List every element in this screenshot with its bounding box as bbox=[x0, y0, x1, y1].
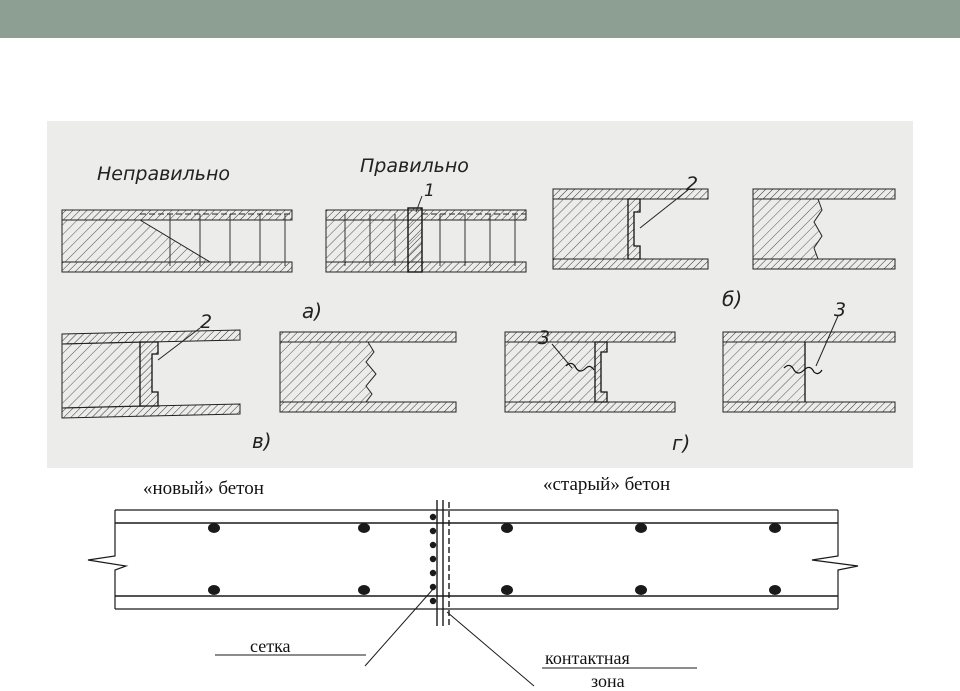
variant-g-left bbox=[504, 331, 676, 413]
label-contact-zone-line2: зона bbox=[591, 671, 625, 691]
variant-v-left bbox=[61, 327, 241, 419]
variant-label-v: в) bbox=[252, 429, 272, 453]
variant-a-right bbox=[325, 195, 527, 273]
variant-v-right bbox=[279, 331, 457, 413]
contact-zone-diagram bbox=[87, 500, 859, 687]
label-contact-zone-line1: контактная bbox=[545, 648, 630, 668]
variant-g-right bbox=[722, 315, 896, 413]
marker-2-top: 2 bbox=[686, 173, 698, 195]
variant-label-g: г) bbox=[672, 431, 690, 455]
marker-1: 1 bbox=[424, 181, 435, 201]
label-wrong: Неправильно bbox=[97, 163, 230, 185]
variant-label-b: б) bbox=[722, 287, 742, 311]
variant-label-a: а) bbox=[302, 299, 322, 323]
marker-2-bottom: 2 bbox=[200, 311, 212, 333]
label-right: Правильно bbox=[360, 155, 469, 177]
label-mesh: сетка bbox=[250, 636, 291, 656]
variant-a-wrong bbox=[61, 209, 293, 273]
marker-3-right: 3 bbox=[834, 299, 846, 321]
marker-3-left: 3 bbox=[538, 327, 550, 349]
variant-b-right bbox=[752, 188, 896, 270]
mesh-dots bbox=[429, 513, 437, 605]
label-old-concrete: «старый» бетон bbox=[543, 474, 670, 495]
rebar-dots bbox=[208, 523, 781, 595]
variant-b-left bbox=[552, 188, 709, 270]
label-new-concrete: «новый» бетон bbox=[143, 478, 264, 499]
slide-header-bar bbox=[0, 0, 960, 38]
